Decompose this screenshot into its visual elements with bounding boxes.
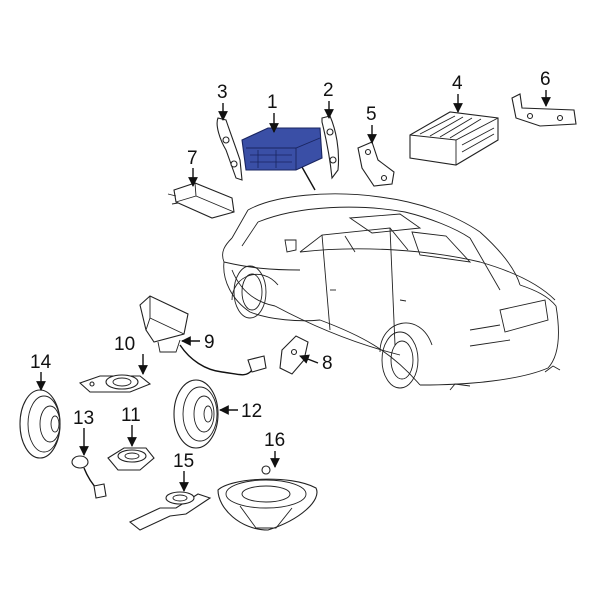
callout-7: 7 — [187, 148, 198, 169]
callout-2: 2 — [323, 80, 334, 101]
amplifier-part-4[interactable] — [409, 111, 499, 166]
callout-4: 4 — [452, 73, 463, 94]
callout-14: 14 — [30, 352, 52, 373]
subwoofer-part-16[interactable] — [217, 465, 318, 531]
vehicle-outline — [222, 159, 561, 391]
callout-6: 6 — [540, 69, 551, 90]
bracket-right-part-2[interactable] — [321, 115, 340, 180]
bracket-part-5[interactable] — [357, 141, 395, 187]
callout-11: 11 — [121, 405, 141, 426]
head-unit-part-1[interactable] — [241, 127, 323, 171]
callout-labels: 1 2 3 4 5 6 7 8 9 10 11 12 13 14 15 16 — [30, 69, 551, 472]
speaker-part-12[interactable] — [173, 379, 219, 449]
tweeter-bracket-part-15[interactable] — [128, 491, 212, 531]
callout-16: 16 — [264, 430, 285, 451]
tweeter-part-10[interactable] — [78, 374, 152, 393]
callout-3: 3 — [217, 82, 228, 103]
callout-15: 15 — [173, 451, 194, 472]
bracket-part-8[interactable] — [279, 335, 309, 375]
bracket-part-6[interactable] — [511, 93, 577, 127]
bracket-left-part-3[interactable] — [216, 117, 243, 181]
speaker-part-11[interactable] — [107, 447, 155, 471]
module-part-9[interactable] — [139, 295, 267, 376]
callout-12: 12 — [241, 401, 262, 422]
module-part-7[interactable] — [167, 182, 235, 219]
callout-8: 8 — [322, 353, 333, 374]
speaker-part-14[interactable] — [19, 389, 61, 459]
callout-1: 1 — [267, 92, 278, 113]
callout-10: 10 — [114, 334, 135, 355]
connector-part-13[interactable] — [71, 455, 107, 499]
callout-9: 9 — [204, 332, 215, 353]
leader-lines — [36, 90, 551, 492]
callout-13: 13 — [73, 408, 94, 429]
callout-5: 5 — [366, 104, 377, 125]
